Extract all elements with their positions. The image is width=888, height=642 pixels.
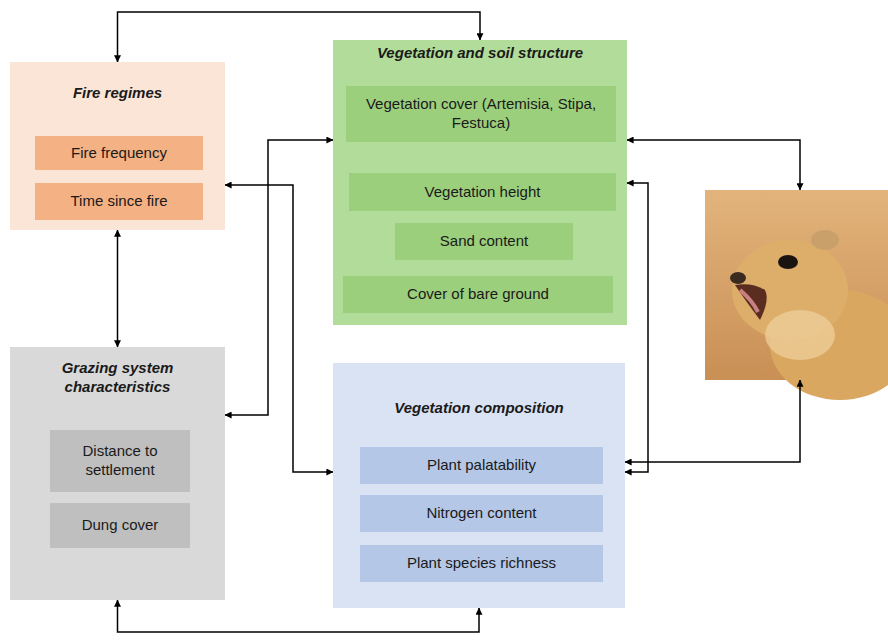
panel-heading: Grazing system characteristics (18, 359, 217, 397)
factor-label: Plant species richness (407, 554, 556, 573)
factor-label: Plant palatability (427, 456, 536, 475)
factor-box: Plant species richness (360, 545, 603, 582)
factor-box: Nitrogen content (360, 495, 603, 532)
factor-box: Vegetation height (349, 173, 616, 211)
factor-label: Vegetation height (425, 183, 541, 202)
connector-arrow (117, 230, 119, 347)
connector-arrow (625, 183, 648, 472)
ground-squirrel-photo (705, 190, 888, 400)
panel-heading: Vegetation and soil structure (341, 44, 619, 63)
factor-label: Sand content (440, 232, 528, 251)
structure-panel: Vegetation and soil structureVegetation … (333, 40, 627, 325)
panel-heading: Fire regimes (18, 84, 217, 103)
factor-label: Distance to settlement (58, 442, 182, 480)
factor-box: Time since fire (35, 183, 203, 220)
factor-label: Fire frequency (71, 144, 167, 163)
factor-box: Sand content (395, 223, 573, 260)
factor-label: Cover of bare ground (407, 285, 549, 304)
factor-label: Dung cover (82, 516, 159, 535)
factor-box: Fire frequency (35, 136, 203, 170)
composition-panel: Vegetation compositionPlant palatability… (333, 363, 625, 608)
factor-box: Plant palatability (360, 447, 603, 484)
factor-box: Dung cover (50, 503, 190, 548)
factor-label: Nitrogen content (426, 504, 536, 523)
factor-label: Time since fire (71, 192, 168, 211)
factor-label: Vegetation cover (Artemisia, Stipa, Fest… (354, 95, 608, 133)
link-to-photo (627, 140, 800, 190)
fire-regimes-panel: Fire regimesFire frequencyTime since fir… (10, 62, 225, 230)
panel-heading: Vegetation composition (341, 399, 617, 418)
factor-box: Cover of bare ground (343, 276, 613, 313)
factor-box: Vegetation cover (Artemisia, Stipa, Fest… (346, 86, 616, 142)
grazing-panel: Grazing system characteristicsDistance t… (10, 347, 225, 600)
connector-arrow (225, 185, 333, 472)
connector-arrow (225, 140, 333, 415)
factor-box: Distance to settlement (50, 430, 190, 492)
link-to-photo (625, 380, 800, 462)
